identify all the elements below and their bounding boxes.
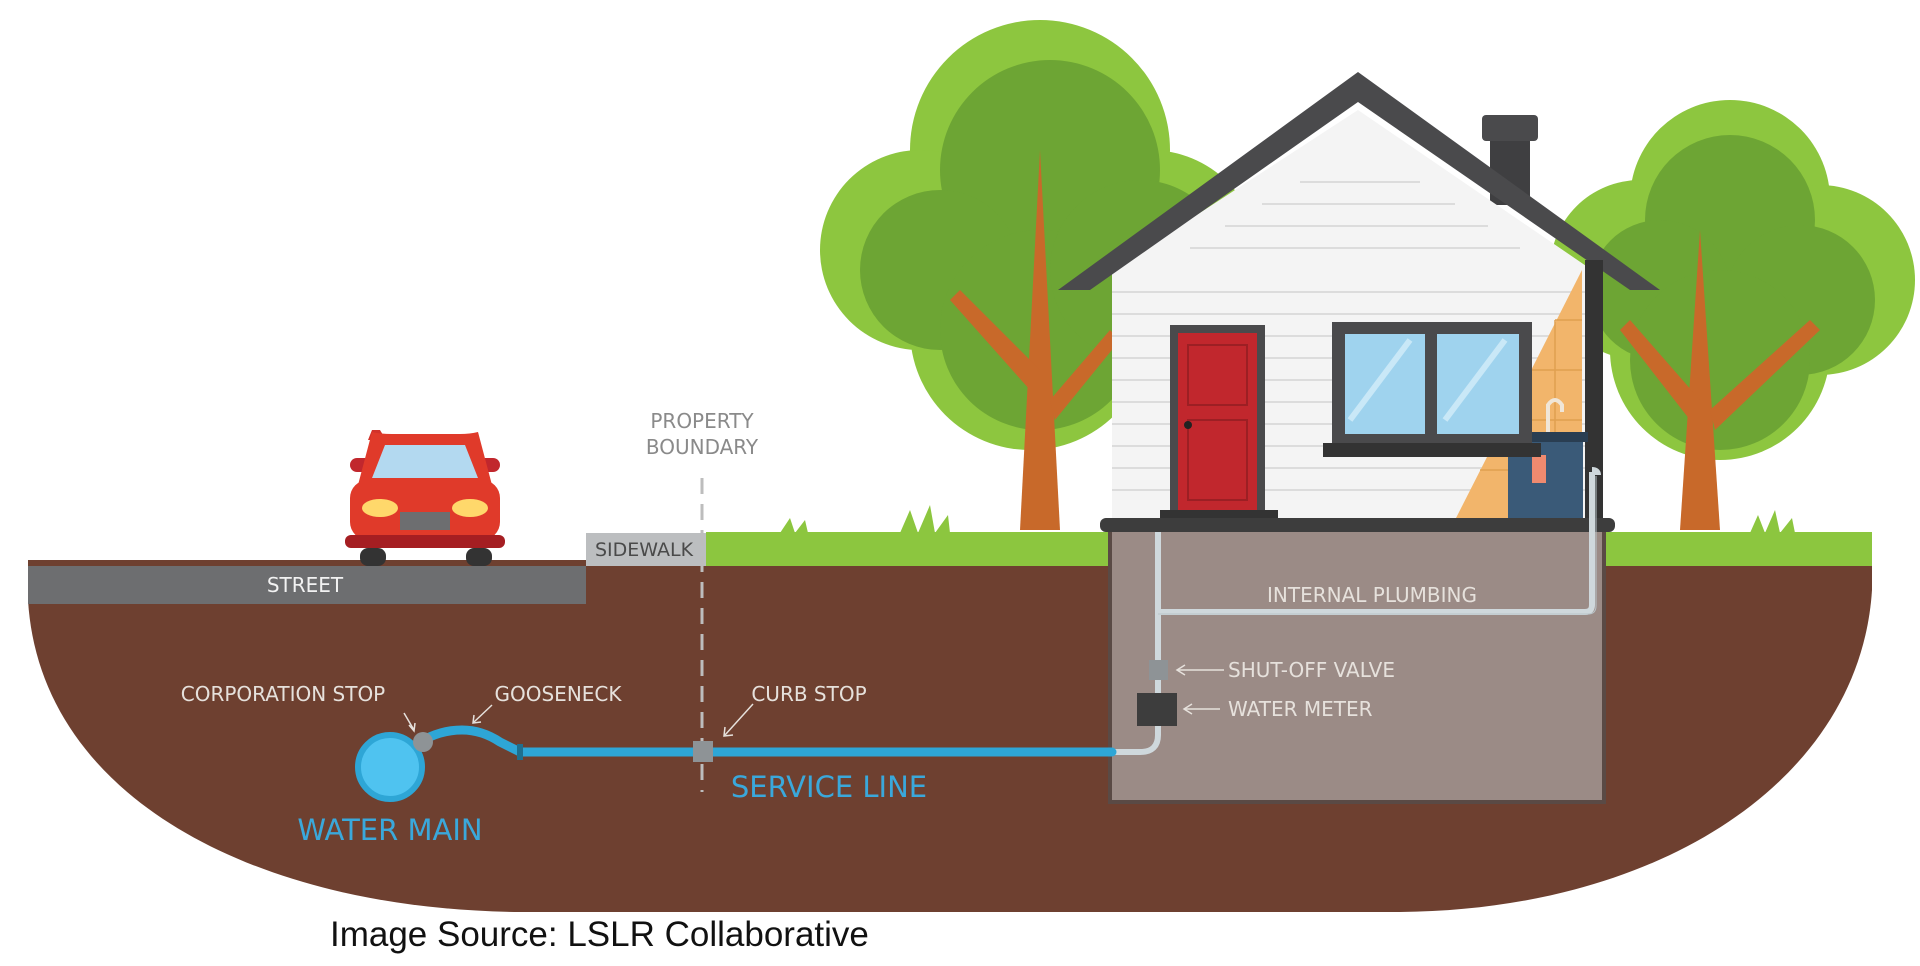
service-line-label: SERVICE LINE [731, 770, 927, 804]
property-boundary-label-line1: PROPERTY [650, 409, 754, 433]
internal-plumbing-pipe [1158, 467, 1601, 615]
shut-off-valve-label: SHUT-OFF VALVE [1228, 658, 1395, 682]
house [1058, 72, 1660, 532]
curb-stop-label: CURB STOP [751, 682, 866, 706]
corporation-stop-label: CORPORATION STOP [181, 682, 386, 706]
tree-right [1550, 100, 1915, 530]
property-boundary-label-line2: BOUNDARY [646, 435, 759, 459]
sidewalk-surface [586, 533, 706, 566]
shut-off-valve [1149, 660, 1168, 680]
water-meter-label: WATER METER [1228, 697, 1373, 721]
image-source-caption: Image Source: LSLR Collaborative [330, 915, 869, 954]
street-label: STREET [267, 573, 344, 597]
corporation-stop [413, 732, 433, 752]
water-meter [1137, 693, 1177, 726]
grass-tufts [780, 505, 1795, 533]
gooseneck-label: GOOSENECK [495, 682, 623, 706]
pipe-coupling [517, 744, 523, 760]
basement [1108, 528, 1606, 804]
water-main-label: WATER MAIN [297, 813, 482, 847]
car [345, 430, 505, 566]
service-line-pipe [415, 725, 1117, 757]
curb-stop [693, 741, 713, 762]
water-main-pipe [355, 732, 425, 802]
sidewalk-label: SIDEWALK [595, 539, 694, 561]
street-surface [28, 566, 586, 604]
internal-plumbing-label: INTERNAL PLUMBING [1267, 583, 1477, 607]
internal-riser-pipe [1112, 532, 1161, 755]
